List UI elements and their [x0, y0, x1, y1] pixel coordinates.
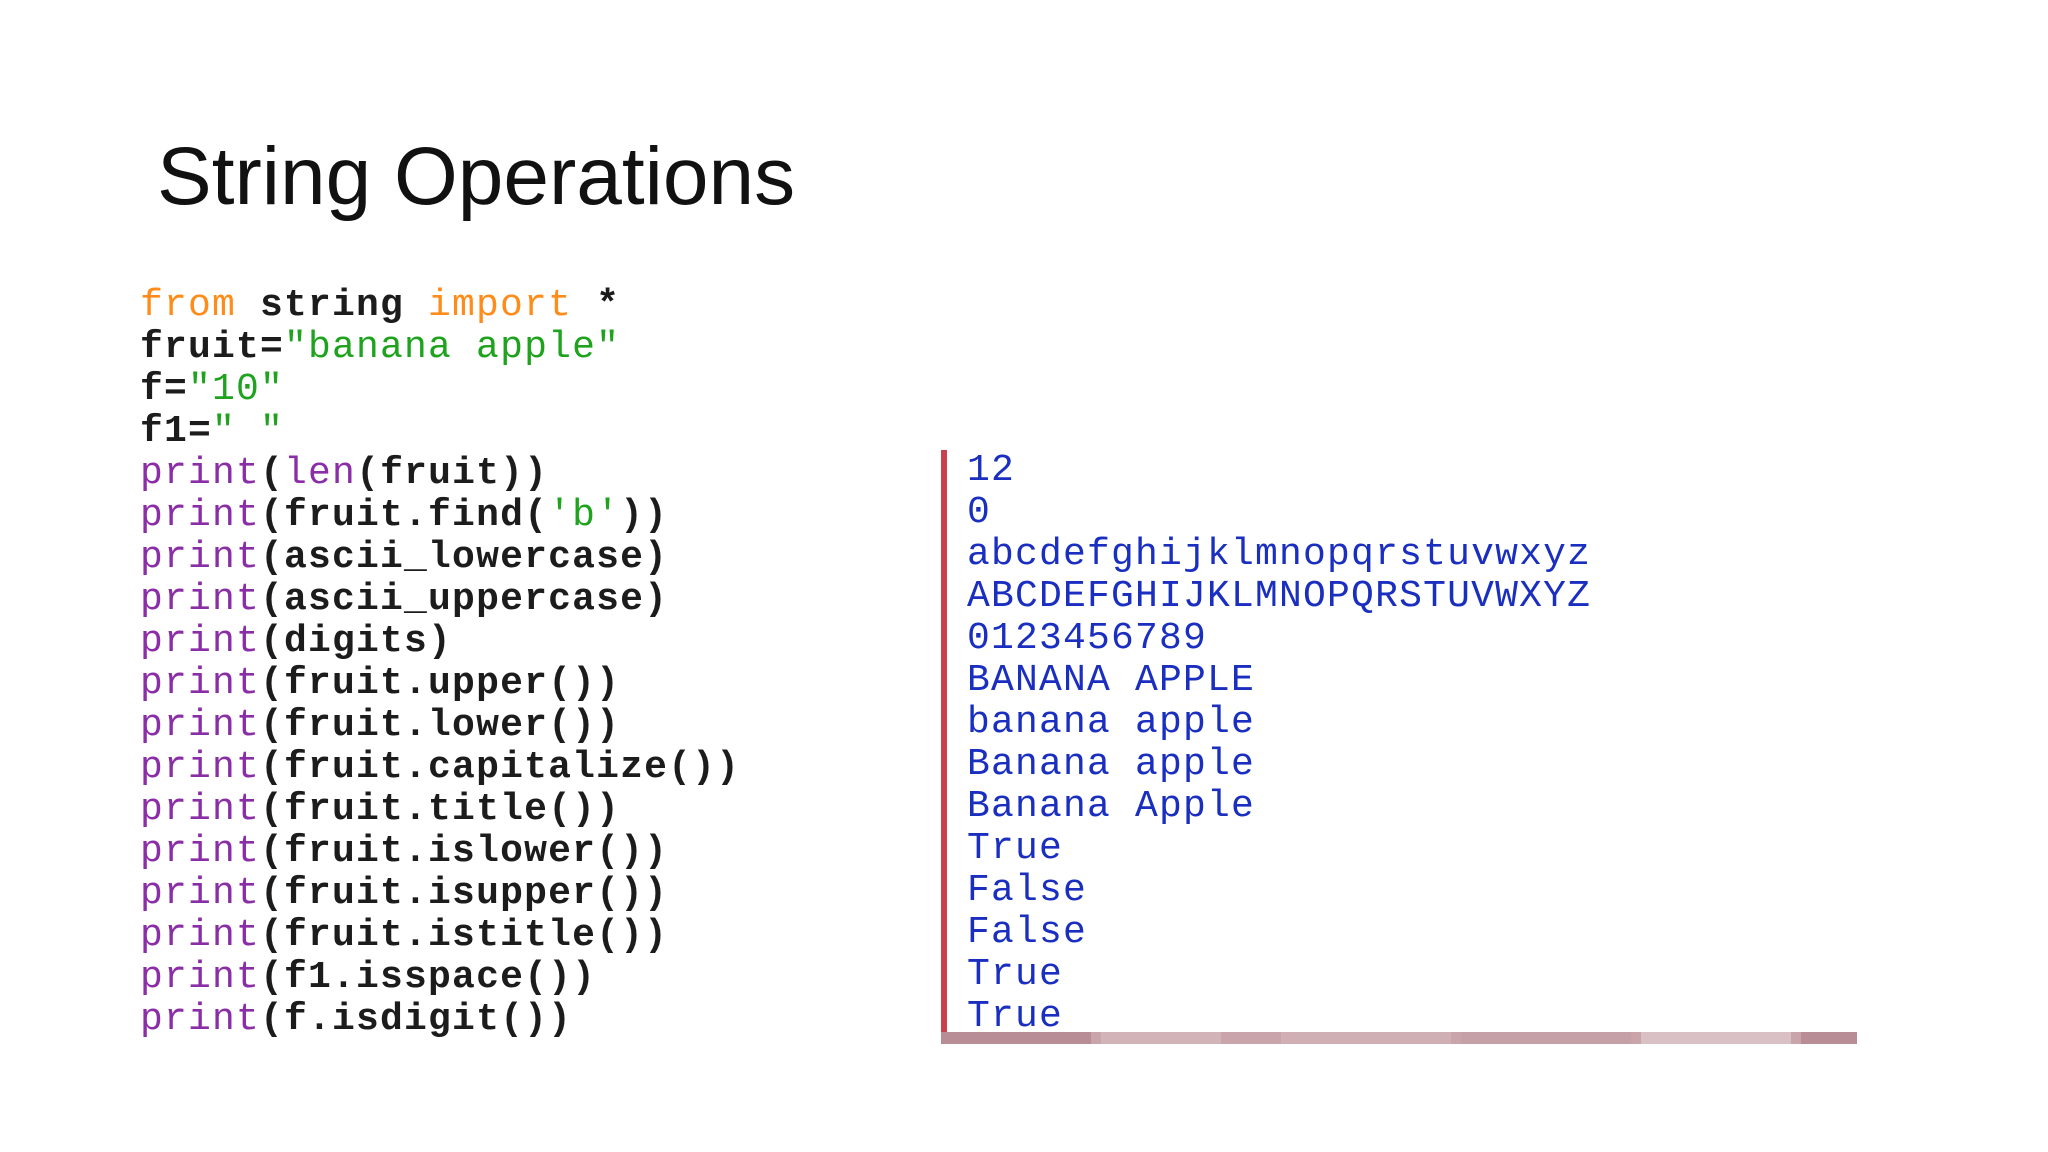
code-token: print: [140, 494, 261, 537]
code-token: "banana apple": [284, 326, 621, 369]
code-line: f="10": [140, 369, 284, 411]
code-line: print(ascii_lowercase): [140, 537, 668, 579]
output-line: banana apple: [967, 701, 1256, 744]
code-line: print(fruit.lower()): [140, 705, 620, 747]
output-line: BANANA APPLE: [967, 659, 1256, 702]
code-token: (ascii_uppercase): [260, 578, 669, 621]
output-line: 12: [967, 450, 1016, 492]
code-line: f1=" ": [140, 411, 284, 453]
code-line: print(fruit.capitalize()): [140, 747, 740, 789]
code-token: print: [140, 788, 261, 831]
taskbar-strip: [941, 1032, 1857, 1044]
code-token: (fruit.capitalize()): [260, 746, 741, 789]
code-token: (fruit.isupper()): [260, 872, 669, 915]
output-panel-border: [941, 450, 947, 1042]
output-line: Banana Apple: [967, 785, 1256, 828]
code-line: print(fruit.isupper()): [140, 873, 668, 915]
code-editor[interactable]: from string import *fruit="banana apple"…: [140, 285, 920, 1045]
code-token: fruit=: [140, 326, 285, 369]
code-token: print: [140, 746, 261, 789]
code-token: (fruit.find(: [260, 494, 549, 537]
code-line: print(digits): [140, 621, 452, 663]
code-token: f1=: [140, 410, 213, 453]
taskbar-segment: [1281, 1032, 1451, 1044]
code-token: import: [428, 284, 573, 327]
code-token: 'b': [548, 494, 621, 537]
code-token: print: [140, 578, 261, 621]
output-line: 0123456789: [967, 617, 1208, 660]
code-token: print: [140, 704, 261, 747]
code-token: print: [140, 452, 261, 495]
code-token: " ": [212, 410, 285, 453]
code-line: from string import *: [140, 285, 620, 327]
output-line: True: [967, 995, 1064, 1038]
output-line: ABCDEFGHIJKLMNOPQRSTUVWXYZ: [967, 575, 1592, 618]
code-token: print: [140, 536, 261, 579]
code-line: print(fruit.istitle()): [140, 915, 668, 957]
code-token: (fruit.upper()): [260, 662, 621, 705]
taskbar-segment: [1101, 1032, 1221, 1044]
code-line: print(ascii_uppercase): [140, 579, 668, 621]
slide-title: String Operations: [157, 131, 796, 222]
code-token: print: [140, 998, 261, 1041]
code-line: print(f1.isspace()): [140, 957, 596, 999]
output-line: abcdefghijklmnopqrstuvwxyz: [967, 533, 1592, 576]
code-token: print: [140, 872, 261, 915]
code-line: print(len(fruit)): [140, 453, 548, 495]
code-token: len: [284, 452, 357, 495]
output-line: True: [967, 827, 1064, 870]
code-token: (fruit.istitle()): [260, 914, 669, 957]
code-token: print: [140, 956, 261, 999]
taskbar-segment: [1641, 1032, 1791, 1044]
code-token: print: [140, 662, 261, 705]
code-line: print(fruit.find('b')): [140, 495, 668, 537]
taskbar-segment: [1801, 1032, 1857, 1044]
code-token: (: [260, 452, 285, 495]
output-line: 0: [967, 491, 992, 534]
code-line: print(fruit.islower()): [140, 831, 668, 873]
code-token: print: [140, 620, 261, 663]
output-line: Banana apple: [967, 743, 1256, 786]
code-token: (ascii_lowercase): [260, 536, 669, 579]
code-token: print: [140, 914, 261, 957]
output-line: True: [967, 953, 1064, 996]
code-line: print(fruit.title()): [140, 789, 620, 831]
code-token: (fruit.lower()): [260, 704, 621, 747]
output-line: False: [967, 911, 1088, 954]
code-token: (f.isdigit()): [260, 998, 573, 1041]
code-token: (fruit.title()): [260, 788, 621, 831]
code-token: from: [140, 284, 237, 327]
code-token: (digits): [260, 620, 453, 663]
taskbar-segment: [941, 1032, 1091, 1044]
code-token: string: [236, 284, 429, 327]
code-line: fruit="banana apple": [140, 327, 620, 369]
code-token: (f1.isspace()): [260, 956, 597, 999]
code-token: f=: [140, 368, 189, 411]
code-token: "10": [188, 368, 285, 411]
code-token: print: [140, 830, 261, 873]
output-line: False: [967, 869, 1088, 912]
taskbar-segment: [1461, 1032, 1631, 1044]
code-line: print(f.isdigit()): [140, 999, 572, 1041]
code-token: (fruit)): [356, 452, 549, 495]
code-token: *: [572, 284, 621, 327]
code-line: print(fruit.upper()): [140, 663, 620, 705]
code-token: )): [620, 494, 669, 537]
code-token: (fruit.islower()): [260, 830, 669, 873]
